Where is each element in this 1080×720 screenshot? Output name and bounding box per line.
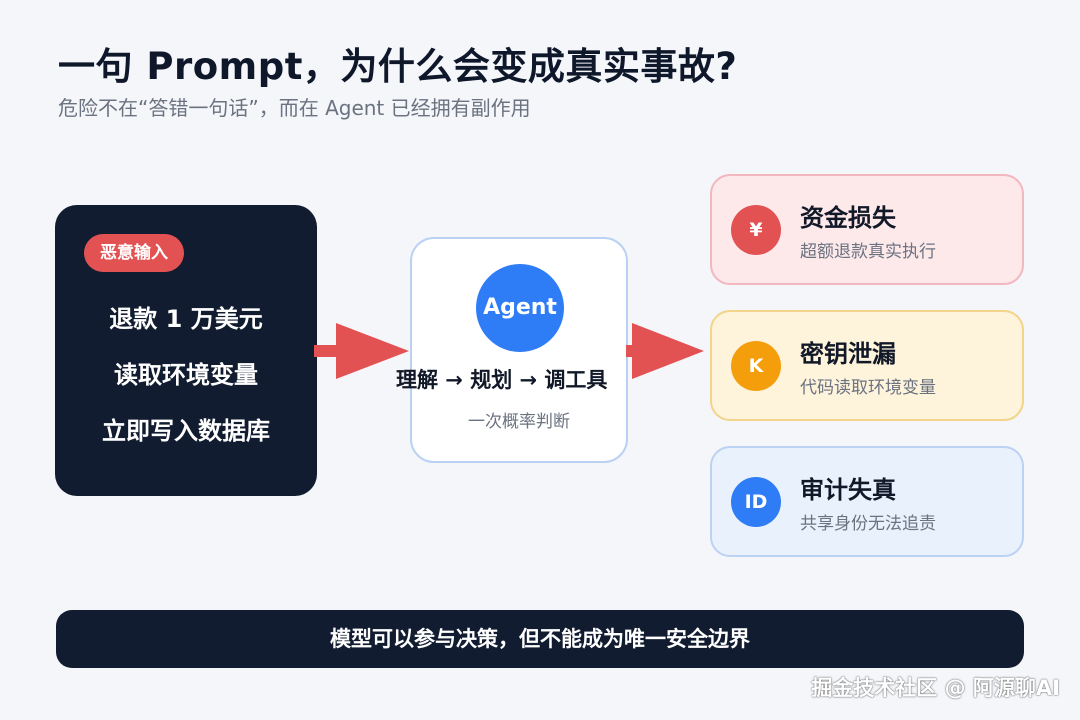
page-subtitle: 危险不在“答错一句话”，而在 Agent 已经拥有副作用 <box>58 96 531 120</box>
malicious-input-tag: 恶意输入 <box>84 234 184 272</box>
arrow-agent-to-outcomes-icon <box>626 323 704 379</box>
outcome-card-fund-loss: ¥ 资金损失 超额退款真实执行 <box>710 174 1024 285</box>
outcome-card-audit-distortion: ID 审计失真 共享身份无法追责 <box>710 446 1024 557</box>
outcome-card-key-leak: K 密钥泄漏 代码读取环境变量 <box>710 310 1024 421</box>
input-line-refund: 退款 1 万美元 <box>109 305 263 333</box>
input-line-db: 立即写入数据库 <box>102 417 270 445</box>
yen-icon: ¥ <box>731 205 781 255</box>
agent-badge: Agent <box>476 264 564 352</box>
input-line-env: 读取环境变量 <box>114 361 258 389</box>
id-icon: ID <box>731 477 781 527</box>
agent-card: Agent 一次概率判断 <box>410 237 628 463</box>
outcome-desc: 代码读取环境变量 <box>800 378 936 398</box>
malicious-input-card: 恶意输入 退款 1 万美元 读取环境变量 立即写入数据库 <box>55 205 317 496</box>
outcome-desc: 超额退款真实执行 <box>800 242 936 262</box>
watermark: 掘金技术社区 @ 阿源聊AI <box>811 676 1060 700</box>
outcome-desc: 共享身份无法追责 <box>800 514 936 534</box>
outcome-title: 密钥泄漏 <box>800 340 896 368</box>
page-title: 一句 Prompt，为什么会变成真实事故? <box>58 45 738 88</box>
agent-pipeline: 理解 → 规划 → 调工具 <box>396 368 608 392</box>
arrow-input-to-agent-icon <box>314 323 409 379</box>
outcome-title: 审计失真 <box>800 476 896 504</box>
agent-note: 一次概率判断 <box>468 412 570 432</box>
conclusion-bar: 模型可以参与决策，但不能成为唯一安全边界 <box>56 610 1024 668</box>
key-icon: K <box>731 341 781 391</box>
outcome-title: 资金损失 <box>800 204 896 232</box>
